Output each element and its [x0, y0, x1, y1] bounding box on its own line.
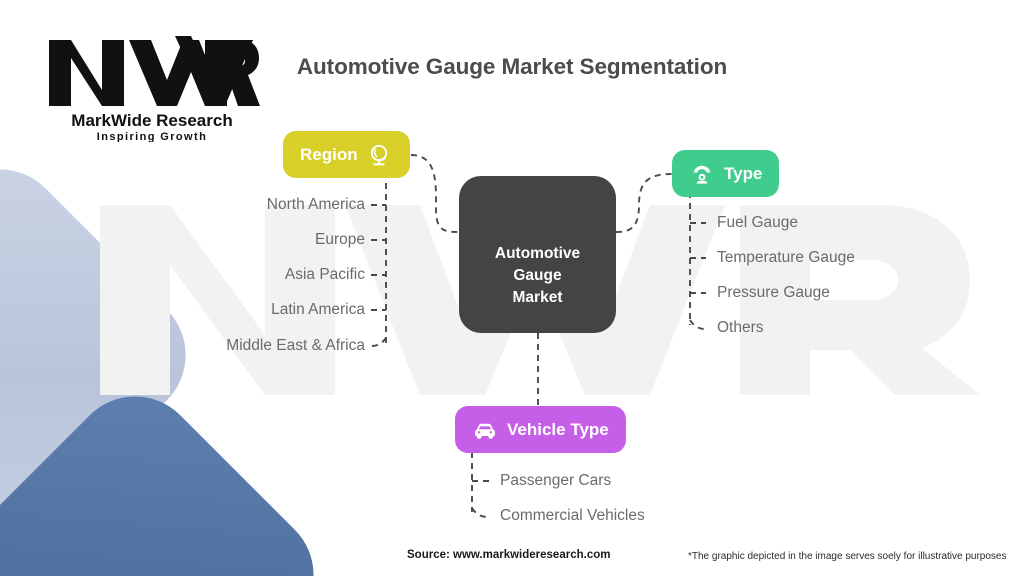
- leaf-type-others[interactable]: Others: [717, 319, 764, 336]
- branch-badge-vehicle-type[interactable]: Vehicle Type: [455, 406, 626, 453]
- logo-tagline: Inspiring Growth: [97, 131, 207, 142]
- source-text: Source: www.markwideresearch.com: [407, 549, 611, 561]
- branch-label-region: Region: [300, 144, 358, 164]
- leaf-region-europe[interactable]: Europe: [315, 231, 365, 248]
- leaf-region-north-america[interactable]: North America: [266, 196, 365, 213]
- branch-badge-region[interactable]: Region: [283, 131, 410, 178]
- leaf-type-temperature-gauge[interactable]: Temperature Gauge: [717, 249, 855, 266]
- center-node-line-1: Automotive: [494, 245, 581, 262]
- globe-icon: [367, 142, 393, 168]
- leaf-region-middle-east-africa[interactable]: Middle East & Africa: [226, 337, 365, 354]
- page-title: Automotive Gauge Market Segmentation: [296, 54, 728, 79]
- branch-label-type: Type: [724, 163, 763, 183]
- disclaimer-text: *The graphic depicted in the image serve…: [688, 551, 1007, 562]
- leaf-region-asia-pacific[interactable]: Asia Pacific: [284, 266, 365, 283]
- branch-badge-type[interactable]: Type: [672, 150, 780, 197]
- leaf-type-pressure-gauge[interactable]: Pressure Gauge: [717, 284, 830, 301]
- center-node[interactable]: Automotive Gauge Market: [459, 176, 616, 333]
- gauge-icon: [689, 161, 715, 187]
- leaf-region-latin-america[interactable]: Latin America: [271, 301, 365, 318]
- logo-company-name: MarkWide Research: [71, 111, 232, 130]
- branch-label-vehicle-type: Vehicle Type: [507, 419, 609, 439]
- center-node-line-2: Gauge: [513, 267, 562, 284]
- brand-logo: MarkWide Research Inspiring Growth: [49, 36, 260, 142]
- center-node-line-3: Market: [512, 289, 563, 306]
- car-icon: [472, 417, 498, 443]
- leaf-type-fuel-gauge[interactable]: Fuel Gauge: [717, 214, 798, 231]
- leaf-vehicle-passenger-cars[interactable]: Passenger Cars: [500, 472, 612, 489]
- center-node-label: Automotive Gauge Market: [495, 243, 580, 309]
- decorative-shape-dark: [0, 369, 341, 576]
- leaf-vehicle-commercial-vehicles[interactable]: Commercial Vehicles: [500, 507, 645, 524]
